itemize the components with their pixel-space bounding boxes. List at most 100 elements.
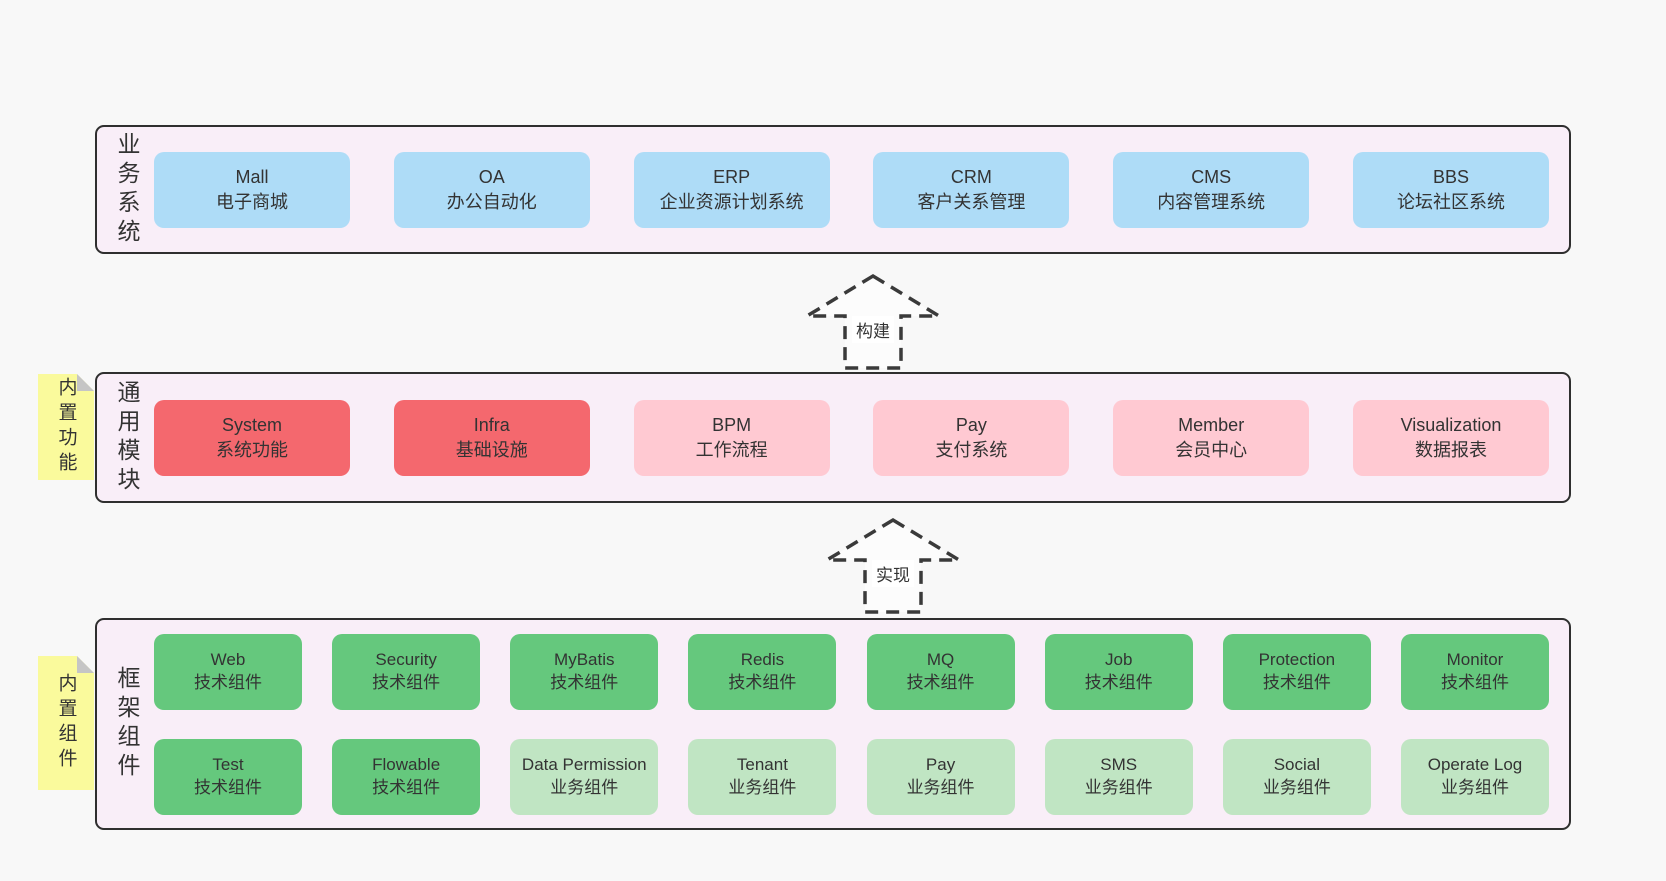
box-job: Job 技术组件 [1044,633,1193,710]
box-subtitle: 业务组件 [550,777,619,797]
framework-components-row-2: Test 技术组件 Flowable 技术组件 Data Permission … [154,738,1549,815]
sticky-note-label: 内置组件 [55,673,77,773]
box-title: ERP [713,167,751,188]
box-title: Data Permission [521,754,647,774]
box-mall: Mall 电子商城 [154,151,350,228]
dashed-up-arrow-implement: 实现 [823,516,963,616]
box-member: Member 会员中心 [1113,399,1310,476]
box-subtitle: 技术组件 [906,672,975,692]
box-protection: Protection 技术组件 [1222,633,1371,710]
box-erp: ERP 企业资源计划系统 [633,151,830,228]
box-title: Redis [740,649,785,669]
box-crm: CRM 客户关系管理 [873,151,1070,228]
common-modules-row: System 系统功能 Infra 基础设施 BPM 工作流程 Pay 支付系统… [154,399,1549,476]
arrow-label-implement: 实现 [872,560,914,587]
box-subtitle: 技术组件 [372,672,441,692]
box-title: MQ [926,649,955,669]
box-title: Security [375,649,437,669]
layer-label-framework-components: 框架组件 [114,666,140,782]
box-social: Social 业务组件 [1222,738,1371,815]
box-monitor: Monitor 技术组件 [1400,633,1549,710]
box-security: Security 技术组件 [332,633,481,710]
box-title: Social [1273,754,1320,774]
box-title: Visualization [1400,415,1502,436]
dashed-up-arrow-build: 构建 [803,272,943,372]
box-bbs: BBS 论坛社区系统 [1352,151,1549,228]
box-pay-component: Pay 业务组件 [866,738,1015,815]
box-title: Flowable [372,754,441,774]
box-title: Member [1178,415,1245,436]
box-mq: MQ 技术组件 [866,633,1015,710]
box-title: Test [212,754,244,774]
box-subtitle: 业务组件 [1084,777,1153,797]
box-title: Infra [473,415,510,436]
box-tenant: Tenant 业务组件 [688,738,837,815]
box-sms: SMS 业务组件 [1044,738,1193,815]
layer-business-systems: 业务系统 Mall 电子商城 OA 办公自动化 ERP 企业资源计划系统 CRM… [95,125,1571,254]
box-visualization: Visualization 数据报表 [1352,399,1549,476]
box-pay: Pay 支付系统 [873,399,1070,476]
box-title: Mall [235,167,269,188]
box-subtitle: 业务组件 [728,777,797,797]
box-subtitle: 业务组件 [1262,777,1331,797]
box-title: Operate Log [1427,754,1523,774]
layer-label-common-modules: 通用模块 [114,379,140,496]
sticky-note-built-in-functions: 内置功能 [38,374,94,480]
box-subtitle: 工作流程 [695,439,768,460]
box-subtitle: 技术组件 [194,672,262,692]
box-title: Monitor [1446,649,1504,669]
box-title: CMS [1191,167,1232,188]
box-title: System [221,415,282,436]
box-subtitle: 业务组件 [1440,777,1509,797]
box-subtitle: 技术组件 [1084,672,1153,692]
box-infra: Infra 基础设施 [393,399,590,476]
box-subtitle: 技术组件 [1440,672,1509,692]
box-title: SMS [1100,754,1138,774]
sticky-note-built-in-components: 内置组件 [38,656,94,790]
box-subtitle: 企业资源计划系统 [659,191,804,212]
box-flowable: Flowable 技术组件 [332,738,481,815]
layer-common-modules: 通用模块 System 系统功能 Infra 基础设施 BPM 工作流程 Pay… [95,372,1571,503]
box-system: System 系统功能 [154,399,350,476]
box-subtitle: 技术组件 [1262,672,1331,692]
box-subtitle: 技术组件 [728,672,797,692]
box-subtitle: 业务组件 [906,777,975,797]
framework-components-row-1: Web 技术组件 Security 技术组件 MyBatis 技术组件 Redi… [154,633,1549,710]
box-redis: Redis 技术组件 [688,633,837,710]
layer-label-business-systems: 业务系统 [114,131,140,248]
box-title: CRM [950,167,992,188]
box-title: MyBatis [554,649,615,669]
box-title: Tenant [736,754,788,774]
box-subtitle: 会员中心 [1175,439,1248,460]
box-mybatis: MyBatis 技术组件 [510,633,659,710]
box-subtitle: 办公自动化 [446,191,537,212]
box-web: Web 技术组件 [154,633,302,710]
sticky-note-label: 内置功能 [55,377,77,477]
box-subtitle: 技术组件 [550,672,619,692]
box-subtitle: 基础设施 [455,439,528,460]
box-subtitle: 数据报表 [1414,439,1487,460]
arrow-label-build: 构建 [852,316,894,343]
box-subtitle: 客户关系管理 [917,191,1026,212]
box-title: Pay [955,415,987,436]
box-oa: OA 办公自动化 [393,151,590,228]
box-subtitle: 论坛社区系统 [1396,191,1505,212]
box-subtitle: 支付系统 [935,439,1008,460]
box-subtitle: 系统功能 [216,439,288,460]
box-title: Job [1104,649,1133,669]
box-cms: CMS 内容管理系统 [1113,151,1310,228]
box-bpm: BPM 工作流程 [633,399,830,476]
framework-components-rows: Web 技术组件 Security 技术组件 MyBatis 技术组件 Redi… [154,633,1549,815]
layer-framework-components: 框架组件 Web 技术组件 Security 技术组件 MyBatis 技术组件… [95,618,1571,830]
box-title: Pay [925,754,956,774]
box-title: BBS [1432,167,1469,188]
business-systems-row: Mall 电子商城 OA 办公自动化 ERP 企业资源计划系统 CRM 客户关系… [154,151,1549,228]
box-title: Web [210,649,246,669]
box-data-permission: Data Permission 业务组件 [510,738,659,815]
box-subtitle: 电子商城 [216,191,288,212]
box-title: OA [478,167,505,188]
box-subtitle: 技术组件 [372,777,441,797]
box-operate-log: Operate Log 业务组件 [1400,738,1549,815]
box-title: Protection [1258,649,1336,669]
box-test: Test 技术组件 [154,738,302,815]
